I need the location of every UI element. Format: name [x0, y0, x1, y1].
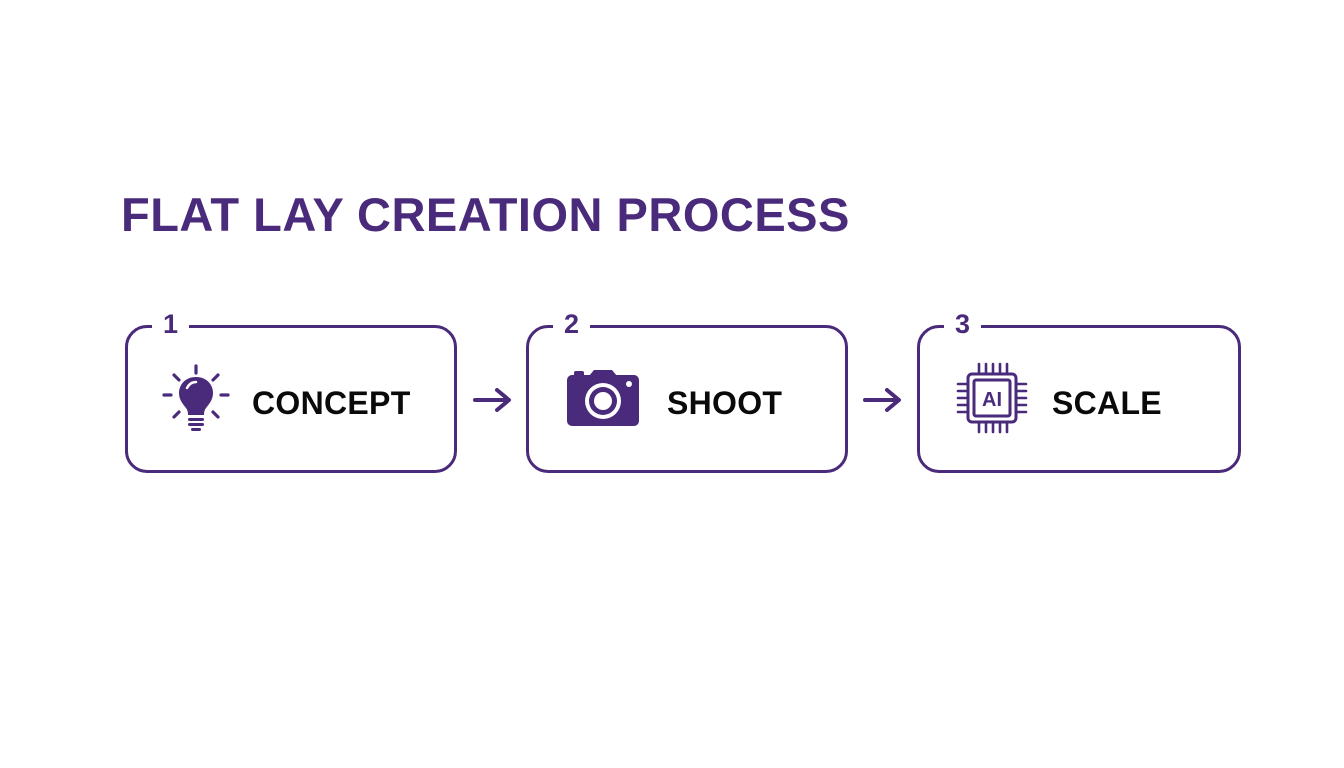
camera-icon [567, 370, 639, 426]
ai-chip-icon: AI [956, 362, 1028, 434]
lightbulb-icon [162, 364, 230, 431]
arrow-right-icon [473, 388, 511, 412]
diagram-title: FLAT LAY CREATION PROCESS [121, 188, 850, 241]
step-number: 3 [944, 309, 982, 339]
step-number: 2 [553, 309, 591, 339]
chip-label: AI [982, 389, 1002, 411]
step-label: CONCEPT [252, 385, 411, 421]
step-number: 1 [152, 309, 190, 339]
step-label: SCALE [1052, 385, 1162, 421]
step-concept: 1 CONCEPT [125, 309, 457, 473]
step-label: SHOOT [667, 385, 783, 421]
arrow-right-icon [863, 388, 901, 412]
step-scale: 3 AI SCALE [917, 309, 1241, 473]
step-shoot: 2 SHOOT [526, 309, 848, 473]
